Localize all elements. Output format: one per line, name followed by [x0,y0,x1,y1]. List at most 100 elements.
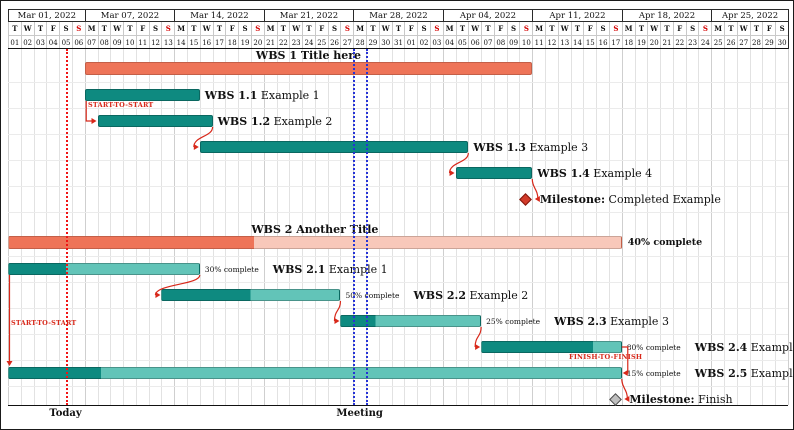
grid-day-line [84,49,86,405]
day-letter-cell: S [238,22,251,35]
today-line [65,49,68,405]
day-letter-cell: S [429,22,443,35]
day-letter-cell: F [314,22,328,35]
grid-day-line [391,49,393,405]
day-number-cell: 19 [238,35,251,49]
grid-day-line [775,49,777,405]
grid-day-line [33,49,35,405]
task-name: WBS 1.1 Example 1 [205,89,320,102]
link-arrowhead [334,318,340,324]
grid-day-line [647,49,649,405]
label-text-part: Completed Example [605,192,721,206]
label-text-part: Example 2 [270,114,333,128]
grid-day-line [97,49,99,405]
task-progress-label: 80% complete [626,342,681,352]
task-label: WBS 1.4 Example 4 [537,166,652,180]
grid-day-line [46,49,48,405]
group-bar [8,236,622,249]
day-number-cell: 26 [327,35,341,49]
day-letter-cell: W [468,22,481,35]
grid-day-line [557,49,559,405]
meeting-line [353,49,356,405]
day-letter-cell: T [660,22,673,35]
day-number-cell: 06 [468,35,482,49]
grid-day-line [174,49,176,405]
day-letter-cell: T [302,22,315,35]
link-type-label: START-TO-START [88,101,154,109]
day-number-cell: 28 [353,35,367,49]
day-letter-cell: T [724,22,737,35]
day-number-cell: 27 [736,35,750,49]
task-name: WBS 1.2 Example 2 [218,115,333,128]
label-text-part: Finish [694,392,733,406]
grid-day-line [621,49,623,405]
grid-day-line [672,49,674,405]
day-letter-cell: S [417,22,430,35]
group-title: WBS 1 Title here [255,49,362,62]
day-number-cell: 22 [276,35,290,49]
task-bar [84,89,200,101]
label-text-part: Example 3 [606,314,669,328]
grid-day-line [59,49,61,405]
group-bar [84,62,533,75]
label-bold-part: Milestone: [629,392,695,406]
grid-day-line [660,49,662,405]
day-number-cell: 15 [583,35,597,49]
day-letter-cell: M [711,22,724,35]
grid-day-line [404,49,406,405]
day-letter-cell: W [110,22,123,35]
grid-day-line [148,49,150,405]
grid-day-line [187,49,189,405]
day-letter-cell: W [736,22,750,35]
label-text-part: Example 1 [257,88,320,102]
day-letter-cell: T [366,22,379,35]
day-number-cell: 20 [250,35,264,49]
label-text-part: Example 4 [750,340,793,354]
grid-day-line [481,49,483,405]
day-number-cell: 29 [366,35,379,49]
day-letter-cell: F [672,22,686,35]
day-letter-cell: F [404,22,417,35]
day-number-cell: 24 [302,35,315,49]
label-bold-part: WBS 1.1 [204,88,258,102]
day-number-cell: 14 [174,35,187,49]
task-bar [199,141,469,153]
label-bold-part: WBS 1.2 [217,114,271,128]
grid-day-line [71,49,73,405]
day-letter-cell: S [698,22,711,35]
day-number-cell: 06 [71,35,85,49]
day-number-cell: 13 [557,35,571,49]
grid-row-line [8,386,788,387]
link-arrowhead [475,344,481,350]
day-number-cell: 25 [711,35,725,49]
day-letter-cell: T [391,22,405,35]
grid-day-line [314,49,316,405]
link-type-label: FINISH-TO-FINISH [569,353,643,361]
grid-day-line [289,49,291,405]
grid-day-line [135,49,137,405]
day-letter-cell: F [225,22,238,35]
task-progress-label: 50% complete [345,290,400,300]
grid-day-line [123,49,125,405]
week-header-cell: Apr 25, 2022 [711,9,788,22]
day-letter-cell: W [199,22,213,35]
day-number-cell: 04 [46,35,60,49]
day-number-cell: 04 [442,35,456,49]
day-letter-cell: F [583,22,596,35]
day-letter-cell: W [557,22,571,35]
day-number-cell: 24 [698,35,712,49]
day-number-cell: 30 [378,35,392,49]
day-letter-cell: S [775,22,788,35]
grid-day-line [545,49,547,405]
grid-day-line [327,49,329,405]
day-letter-cell: S [327,22,341,35]
day-letter-cell: T [749,22,763,35]
day-letter-cell: S [340,22,353,35]
day-number-cell: 14 [570,35,584,49]
grid-row-line [8,360,788,361]
